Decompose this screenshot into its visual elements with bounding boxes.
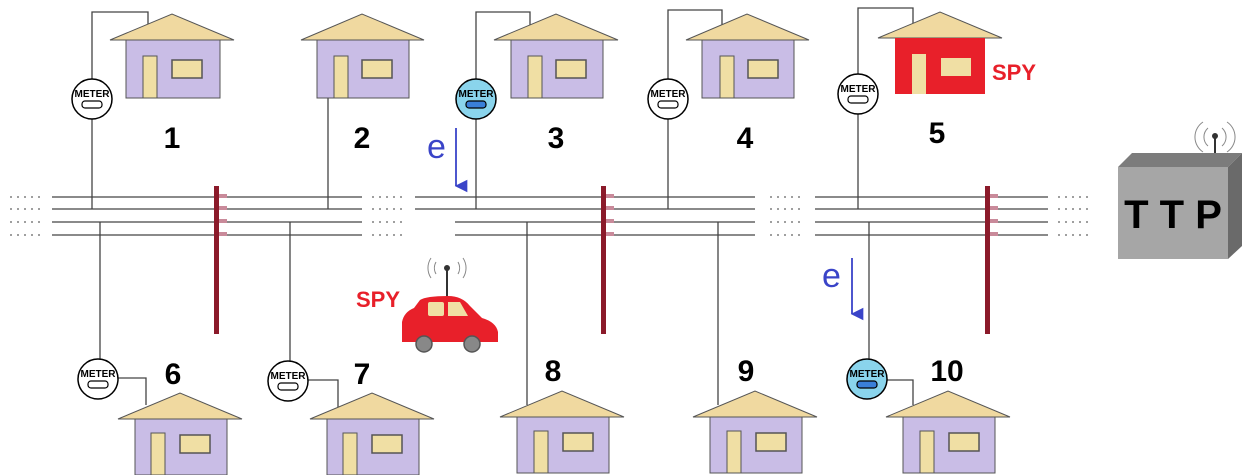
utility-pole-2 xyxy=(601,186,614,334)
meter-icon: METER xyxy=(846,358,888,400)
house-icon xyxy=(692,390,818,474)
house-number: 2 xyxy=(354,122,371,155)
meter-label: METER xyxy=(651,89,687,100)
meter-icon: METER xyxy=(71,78,113,120)
meter-label: METER xyxy=(841,84,877,95)
power-lines xyxy=(10,196,1092,236)
meter-label: METER xyxy=(850,369,886,380)
eavesdrop-arrow-2: e xyxy=(822,257,864,321)
arrow-label: e xyxy=(822,257,841,295)
spy-car: SPY xyxy=(356,257,498,353)
house-number: 7 xyxy=(354,358,371,391)
house-number: 5 xyxy=(929,117,946,150)
house-icon xyxy=(493,13,619,99)
house-3: METER 3 xyxy=(455,13,619,155)
meter-label: METER xyxy=(459,89,495,100)
house-icon xyxy=(117,392,243,475)
house-number: 3 xyxy=(548,122,565,155)
meter-icon: METER xyxy=(455,78,497,120)
ttp-box-icon xyxy=(1118,153,1242,259)
meter-label: METER xyxy=(75,89,111,100)
house-icon xyxy=(685,13,810,99)
meter-label: METER xyxy=(271,371,307,382)
house-8: 8 xyxy=(499,355,625,474)
utility-pole-1 xyxy=(214,186,227,334)
meter-icon: METER xyxy=(647,78,689,120)
ttp-label: T T P xyxy=(1124,193,1222,237)
service-drops xyxy=(91,7,914,408)
house-icon xyxy=(499,390,625,474)
house-icon xyxy=(300,13,425,99)
meter-icon: METER xyxy=(837,73,879,115)
house-icon xyxy=(877,11,1003,94)
meter-label: METER xyxy=(81,369,117,380)
house-number: 6 xyxy=(165,358,182,391)
spy-car-icon xyxy=(402,296,498,353)
meter-icon: METER xyxy=(267,360,309,402)
house-1: METER 1 xyxy=(71,13,235,155)
meter-icon: METER xyxy=(77,358,119,400)
ttp: T T P xyxy=(1118,121,1242,259)
house-icon xyxy=(885,390,1011,474)
arrow-label: e xyxy=(427,128,446,166)
house-9: 9 xyxy=(692,355,818,474)
house-5-spy: SPY METER 5 xyxy=(837,11,1036,150)
house-4: METER 4 xyxy=(647,13,810,155)
house-number: 1 xyxy=(164,122,181,155)
house-number: 4 xyxy=(737,122,754,155)
spy-house-label: SPY xyxy=(992,60,1036,85)
house-2: 2 xyxy=(300,13,425,155)
antenna-icon xyxy=(427,257,467,300)
house-6: METER 6 xyxy=(77,358,243,475)
house-number: 10 xyxy=(930,355,963,388)
continuation-dots xyxy=(10,196,1092,236)
house-10: METER 10 xyxy=(846,355,1011,474)
house-7: METER 7 xyxy=(267,358,435,475)
house-icon xyxy=(109,13,235,99)
utility-pole-3 xyxy=(985,186,998,334)
spy-car-label: SPY xyxy=(356,287,400,312)
eavesdrop-arrow-1: e xyxy=(427,128,468,193)
house-number: 8 xyxy=(545,355,562,388)
house-icon xyxy=(309,392,435,475)
house-number: 9 xyxy=(738,355,755,388)
